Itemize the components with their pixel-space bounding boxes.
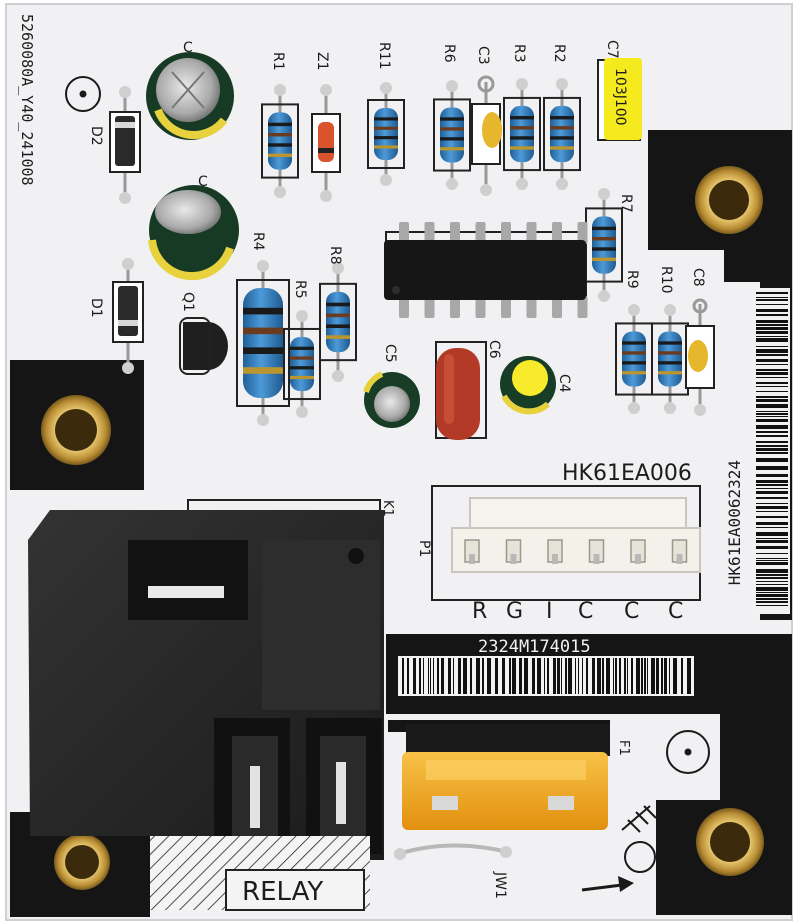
arrow-icon bbox=[581, 876, 634, 892]
capacitor-c8 bbox=[685, 298, 715, 416]
fuse-f1 bbox=[402, 724, 610, 830]
resistor-r2 bbox=[543, 78, 581, 190]
diode-d1 bbox=[112, 258, 144, 374]
ic-chip bbox=[384, 222, 588, 318]
label-d2: D2 bbox=[88, 126, 104, 146]
resistor-r6 bbox=[433, 80, 471, 190]
mounting-holes bbox=[41, 166, 764, 890]
svg-text:C: C bbox=[624, 599, 639, 624]
label-c-mid: C bbox=[198, 174, 208, 190]
resistor-r4 bbox=[236, 260, 290, 426]
label-c6: C6 bbox=[486, 340, 502, 359]
part-number: HK61EA006 bbox=[562, 461, 692, 486]
resistor-r8 bbox=[319, 262, 357, 382]
label-r4: R4 bbox=[250, 232, 266, 251]
label-q1: Q1 bbox=[180, 292, 196, 312]
horizontal-barcode bbox=[398, 656, 694, 696]
label-r7: R7 bbox=[618, 194, 634, 213]
capacitor-c3 bbox=[471, 75, 502, 196]
capacitor-c5 bbox=[363, 371, 420, 428]
resistor-r10 bbox=[651, 304, 689, 414]
relay-label: RELAY bbox=[242, 877, 323, 907]
connector-pin-labels: R G I C C C bbox=[472, 599, 683, 624]
svg-text:I: I bbox=[546, 599, 553, 624]
relay-k1 bbox=[28, 499, 384, 860]
capacitor-c6 bbox=[435, 341, 487, 440]
label-d1: D1 bbox=[88, 298, 104, 318]
label-c8: C8 bbox=[690, 268, 706, 287]
connector-p1 bbox=[431, 485, 701, 601]
jumper-designator: JW1 bbox=[492, 871, 508, 899]
resistor-r11 bbox=[367, 82, 405, 186]
transistor-q1 bbox=[179, 317, 228, 375]
jumper-jw1 bbox=[394, 843, 512, 860]
label-r8: R8 bbox=[327, 246, 343, 265]
svg-text:G: G bbox=[506, 599, 523, 624]
c7-marking: 103J100 bbox=[612, 68, 628, 126]
label-c7: C7 bbox=[604, 40, 620, 59]
capacitor-c4 bbox=[500, 356, 556, 415]
resistor-r9 bbox=[615, 304, 653, 414]
resistor-r3 bbox=[503, 78, 541, 190]
svg-text:C: C bbox=[578, 599, 593, 624]
label-c4: C4 bbox=[556, 374, 572, 393]
relay-designator: K1 bbox=[380, 500, 395, 517]
label-c5: C5 bbox=[382, 344, 398, 363]
label-r1: R1 bbox=[270, 52, 286, 71]
label-r3: R3 bbox=[511, 44, 527, 63]
resistor-r5 bbox=[283, 310, 321, 418]
zener-z1 bbox=[311, 84, 341, 202]
fuse-designator: F1 bbox=[616, 740, 631, 756]
label-r2: R2 bbox=[551, 44, 567, 63]
electrolytic-capacitor-c-top bbox=[146, 52, 234, 140]
vertical-code: HK61EA0062324 bbox=[725, 460, 744, 585]
label-z1: Z1 bbox=[314, 52, 330, 71]
svg-text:C: C bbox=[668, 599, 683, 624]
connector-label: P1 bbox=[416, 540, 432, 557]
label-c3: C3 bbox=[475, 46, 491, 65]
ground-symbol bbox=[621, 805, 657, 833]
side-code: 5260080A_Y40_241008 bbox=[18, 14, 36, 186]
electrolytic-capacitor-c-mid bbox=[148, 185, 239, 281]
label-r6: R6 bbox=[441, 44, 457, 63]
film-capacitor-c7: 103J100 bbox=[597, 58, 642, 141]
label-r10: R10 bbox=[658, 266, 674, 294]
diode-d2 bbox=[109, 86, 141, 204]
label-r9: R9 bbox=[624, 270, 640, 289]
resistor-r7 bbox=[585, 188, 623, 302]
label-r11: R11 bbox=[376, 42, 392, 70]
label-c-top: C bbox=[183, 40, 193, 56]
resistor-r1 bbox=[261, 84, 299, 198]
svg-text:R: R bbox=[472, 599, 487, 624]
barcode-text: 2324M174015 bbox=[478, 637, 591, 657]
vertical-barcode bbox=[754, 288, 790, 614]
label-r5: R5 bbox=[292, 280, 308, 299]
